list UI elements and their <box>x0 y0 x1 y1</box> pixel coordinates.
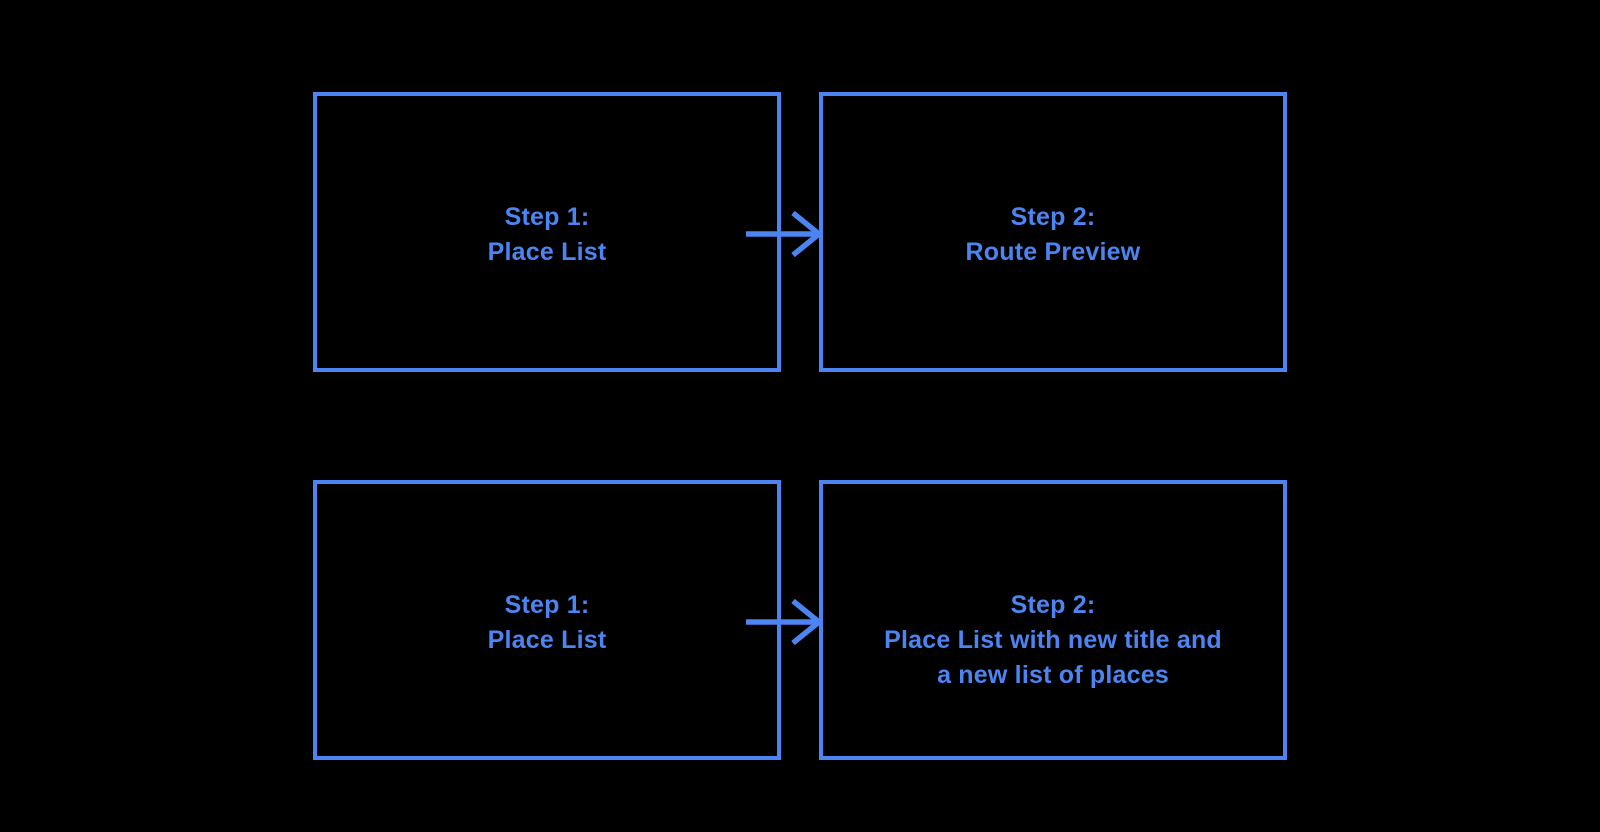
box-label-line: Route Preview <box>965 238 1141 266</box>
box-label-line: Step 2: <box>1010 203 1096 231</box>
row2-source-box-label: Step 1: Place List <box>317 588 777 658</box>
row2-target-box: Step 2: Place List with new title and a … <box>819 480 1287 760</box>
row2-source-box: Step 1: Place List <box>313 480 781 760</box>
row1-source-box: Step 1: Place List <box>313 92 781 372</box>
row2-target-box-label: Step 2: Place List with new title and a … <box>823 588 1283 693</box>
box-label-line: Step 1: <box>504 591 590 619</box>
arrow-right-icon <box>746 598 824 646</box>
box-label-line: Place List <box>487 626 607 654</box>
arrow-right-icon <box>746 210 824 258</box>
row1-target-box-label: Step 2: Route Preview <box>823 200 1283 270</box>
box-label-line: Step 1: <box>504 203 590 231</box>
row1-target-box: Step 2: Route Preview <box>819 92 1287 372</box>
row1-source-box-label: Step 1: Place List <box>317 200 777 270</box>
box-label-line: a new list of places <box>937 661 1169 689</box>
box-label-line: Place List with new title and <box>884 626 1222 654</box>
box-label-line: Step 2: <box>1010 591 1096 619</box>
box-label-line: Place List <box>487 238 607 266</box>
